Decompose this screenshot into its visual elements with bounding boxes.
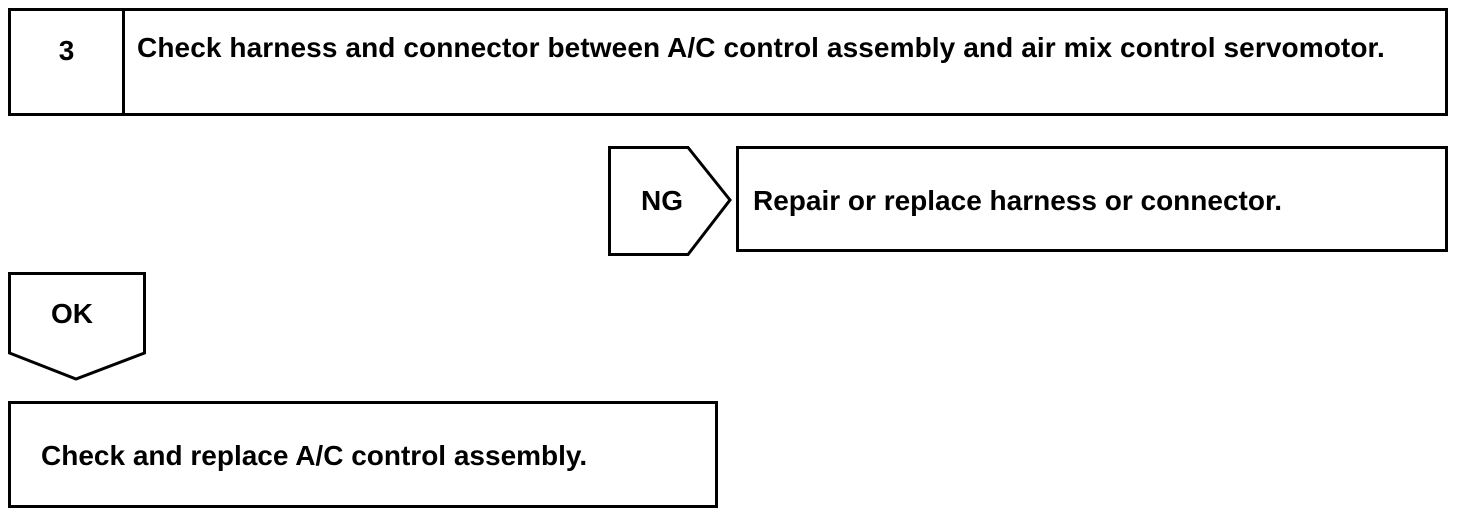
step-header: 3 Check harness and connector between A/… (8, 8, 1448, 116)
step-number: 3 (58, 35, 75, 66)
ng-result-text: Repair or replace harness or connector. (753, 185, 1283, 216)
ok-result-text: Check and replace A/C control assembly. (41, 440, 588, 471)
ng-label: NG (641, 185, 683, 216)
ok-label: OK (51, 298, 93, 329)
ok-arrow-shape (8, 272, 146, 381)
ng-arrow-shape (608, 146, 732, 256)
ng-arrow-tag (608, 146, 732, 256)
ok-result-box: Check and replace A/C control assembly. (8, 401, 718, 508)
step-title: Check harness and connector between A/C … (137, 32, 1385, 63)
ng-result-box: Repair or replace harness or connector. (736, 146, 1448, 252)
ok-arrow-tag (8, 272, 146, 381)
step-number-cell: 3 (11, 11, 125, 113)
